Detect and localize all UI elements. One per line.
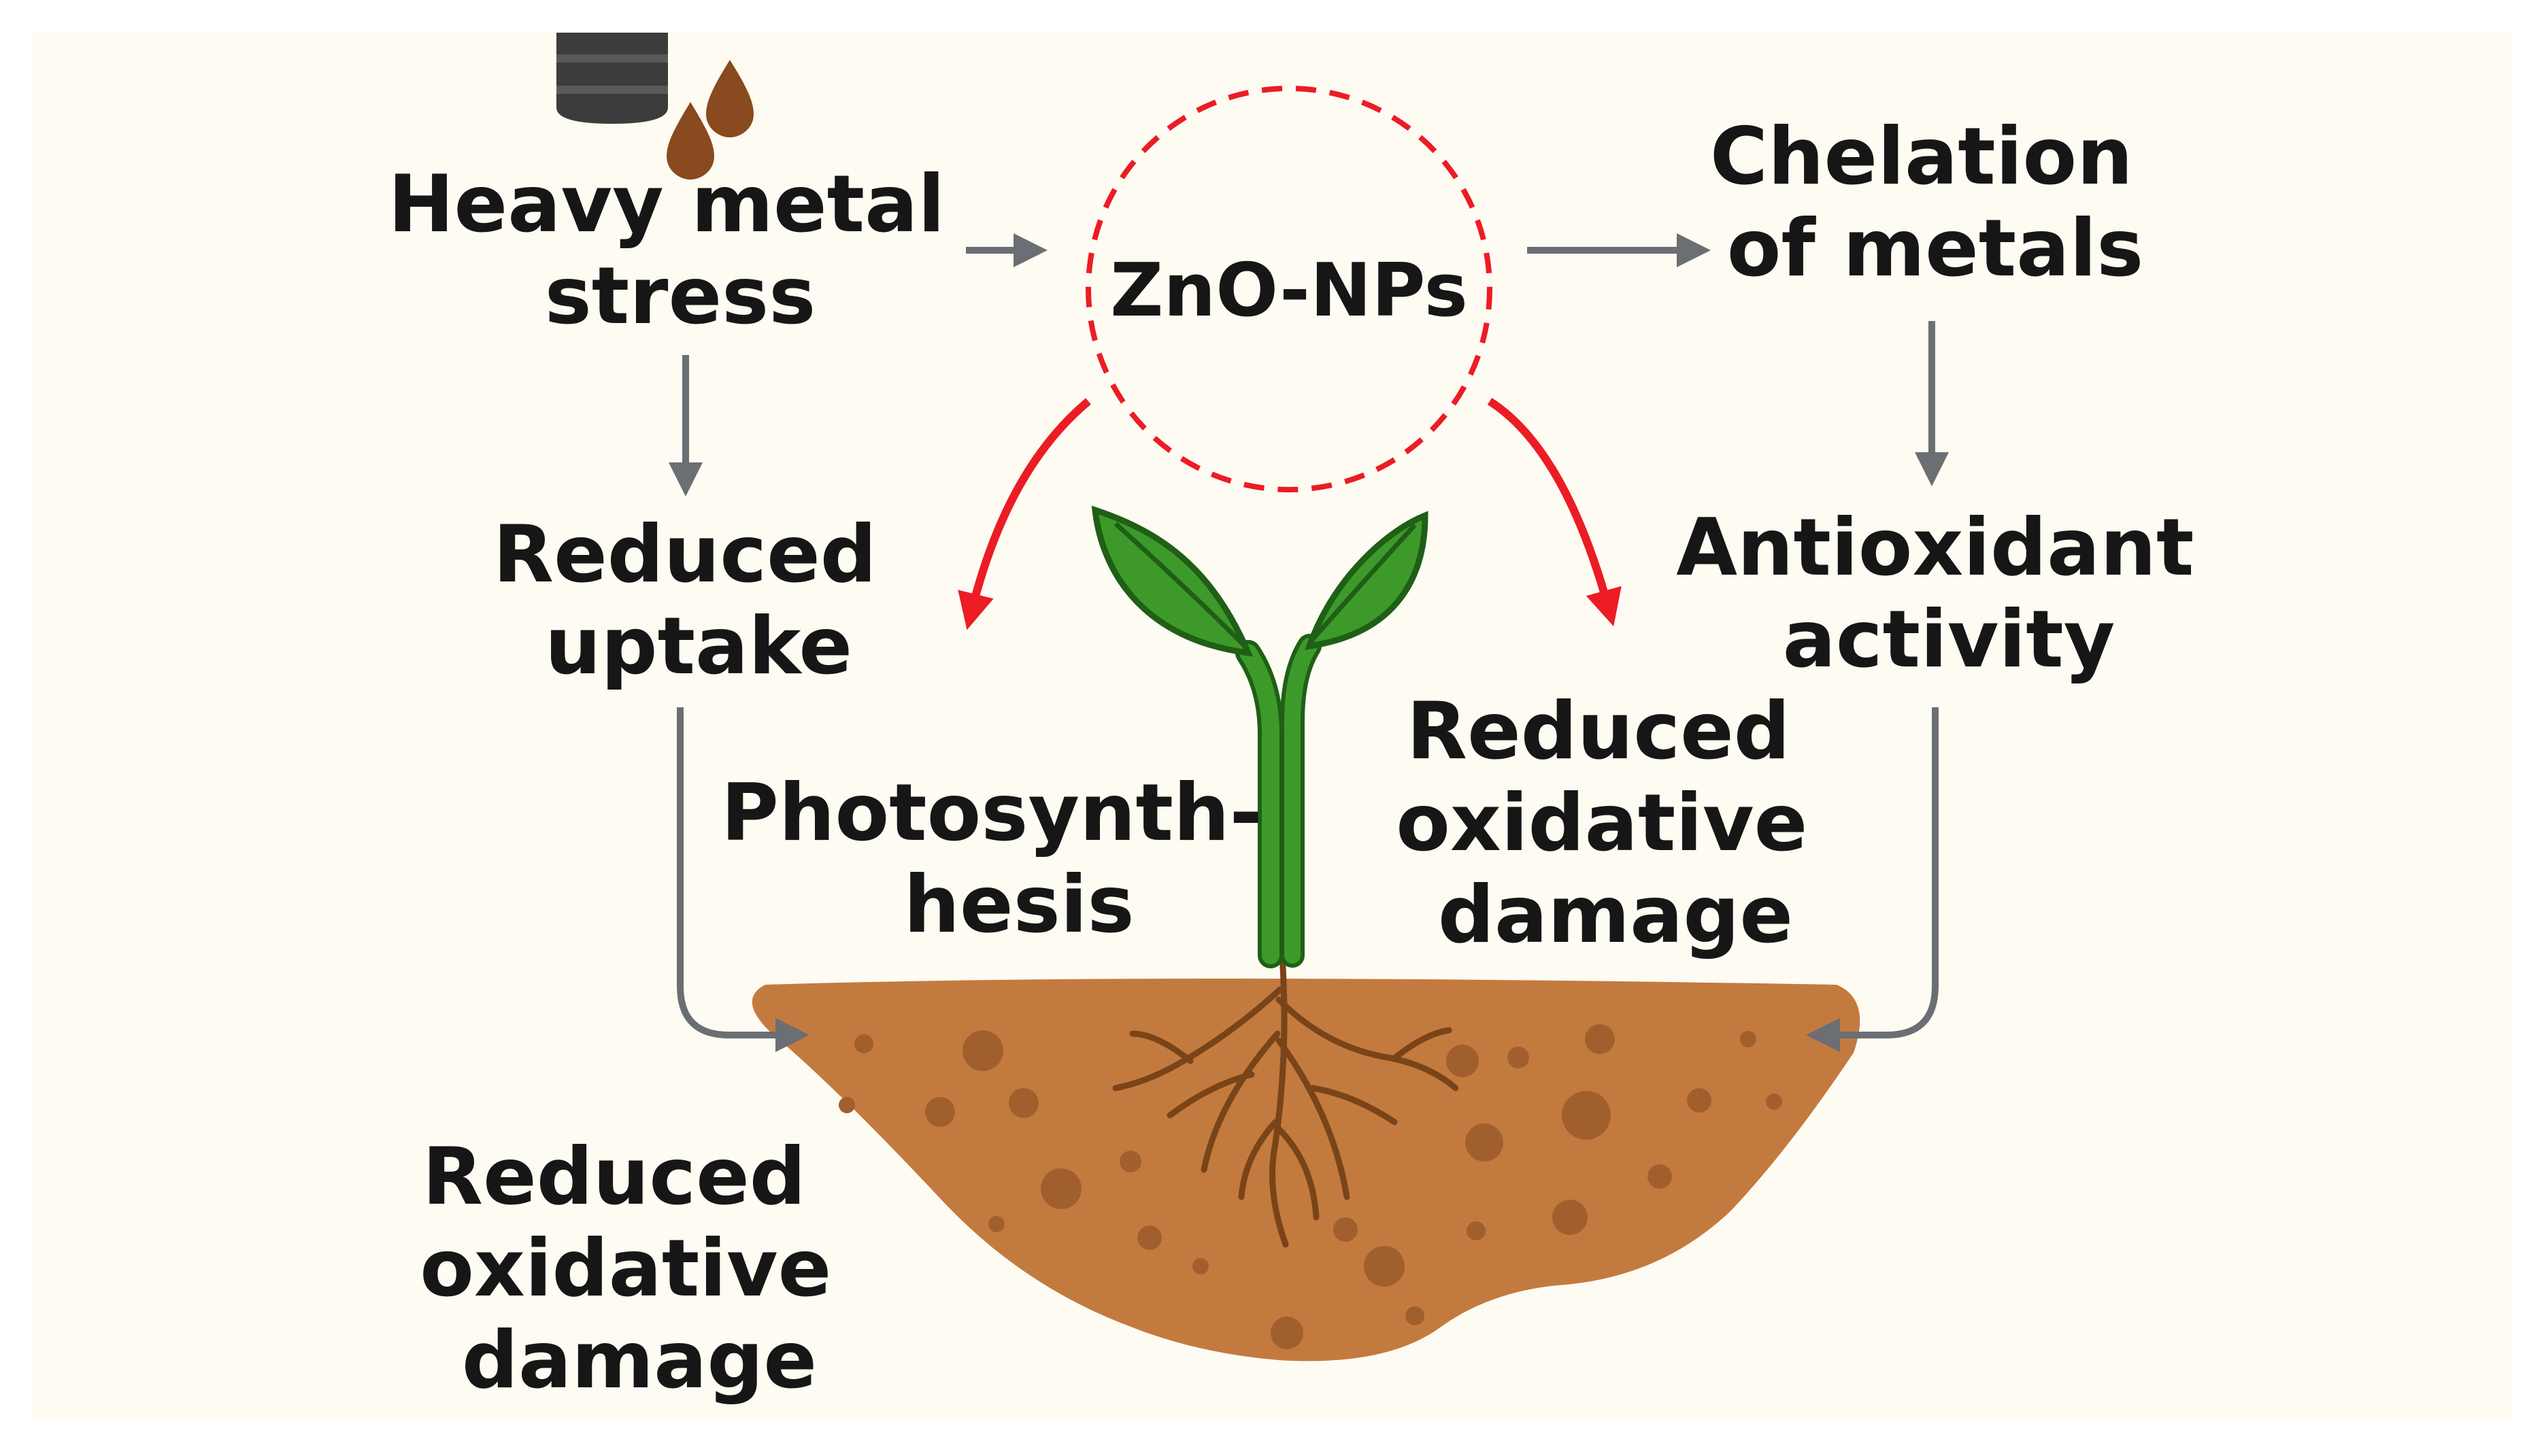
root-system-icon: [1112, 952, 1459, 1248]
flow-arrows: [669, 233, 1949, 1052]
seedling-icon: [1091, 505, 1428, 968]
arrow-zno-to-oxidative-damage: [1487, 397, 1622, 627]
arrow-zno-to-photosynthesis: [958, 398, 1091, 630]
heavy-metal-stress-label: Heavy metal stress: [388, 158, 972, 342]
reduced-oxidative-damage-plant-label: Reduced oxidative damage: [1396, 685, 1835, 961]
oil-droplet-icon: [667, 60, 754, 180]
arrow-antioxidant-to-soil: [1806, 707, 1939, 1052]
oil-barrel-icon: [556, 33, 668, 124]
center-label: ZnO-NPs: [1110, 248, 1468, 333]
red-arrows: [958, 397, 1622, 630]
reduced-uptake-label: Reduced uptake: [493, 509, 904, 692]
chelation-label: Chelation of metals: [1710, 111, 2160, 294]
arrow-uptake-to-soil: [677, 707, 809, 1052]
antioxidant-activity-label: Antioxidant activity: [1676, 502, 2222, 685]
zno-nps-circle: [1086, 86, 1492, 492]
photosynthesis-label: Photosynth- hesis: [721, 767, 1290, 951]
reduced-oxidative-damage-soil-label: Reduced oxidative damage: [420, 1131, 858, 1406]
